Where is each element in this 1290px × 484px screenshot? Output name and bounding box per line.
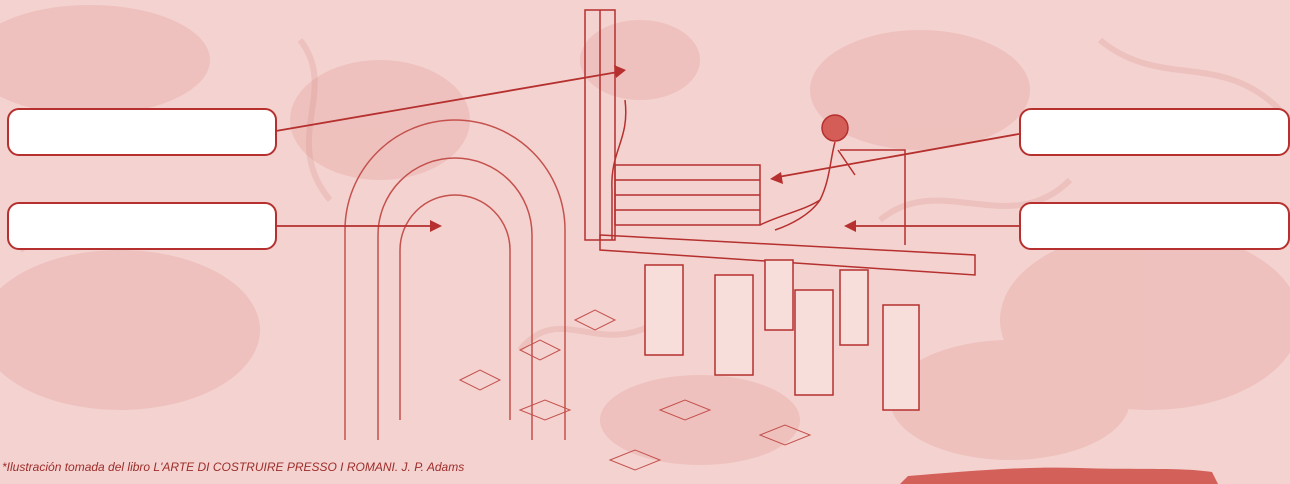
label-box-left-top[interactable] xyxy=(7,108,277,156)
bath-floor xyxy=(600,150,975,275)
label-box-right-top[interactable] xyxy=(1019,108,1290,156)
torn-paper-tab xyxy=(900,464,1220,484)
source-caption: *Ilustración tomada del libro L'ARTE DI … xyxy=(2,460,464,474)
label-box-right-bottom[interactable] xyxy=(1019,202,1290,250)
label-box-left-bottom[interactable] xyxy=(7,202,277,250)
